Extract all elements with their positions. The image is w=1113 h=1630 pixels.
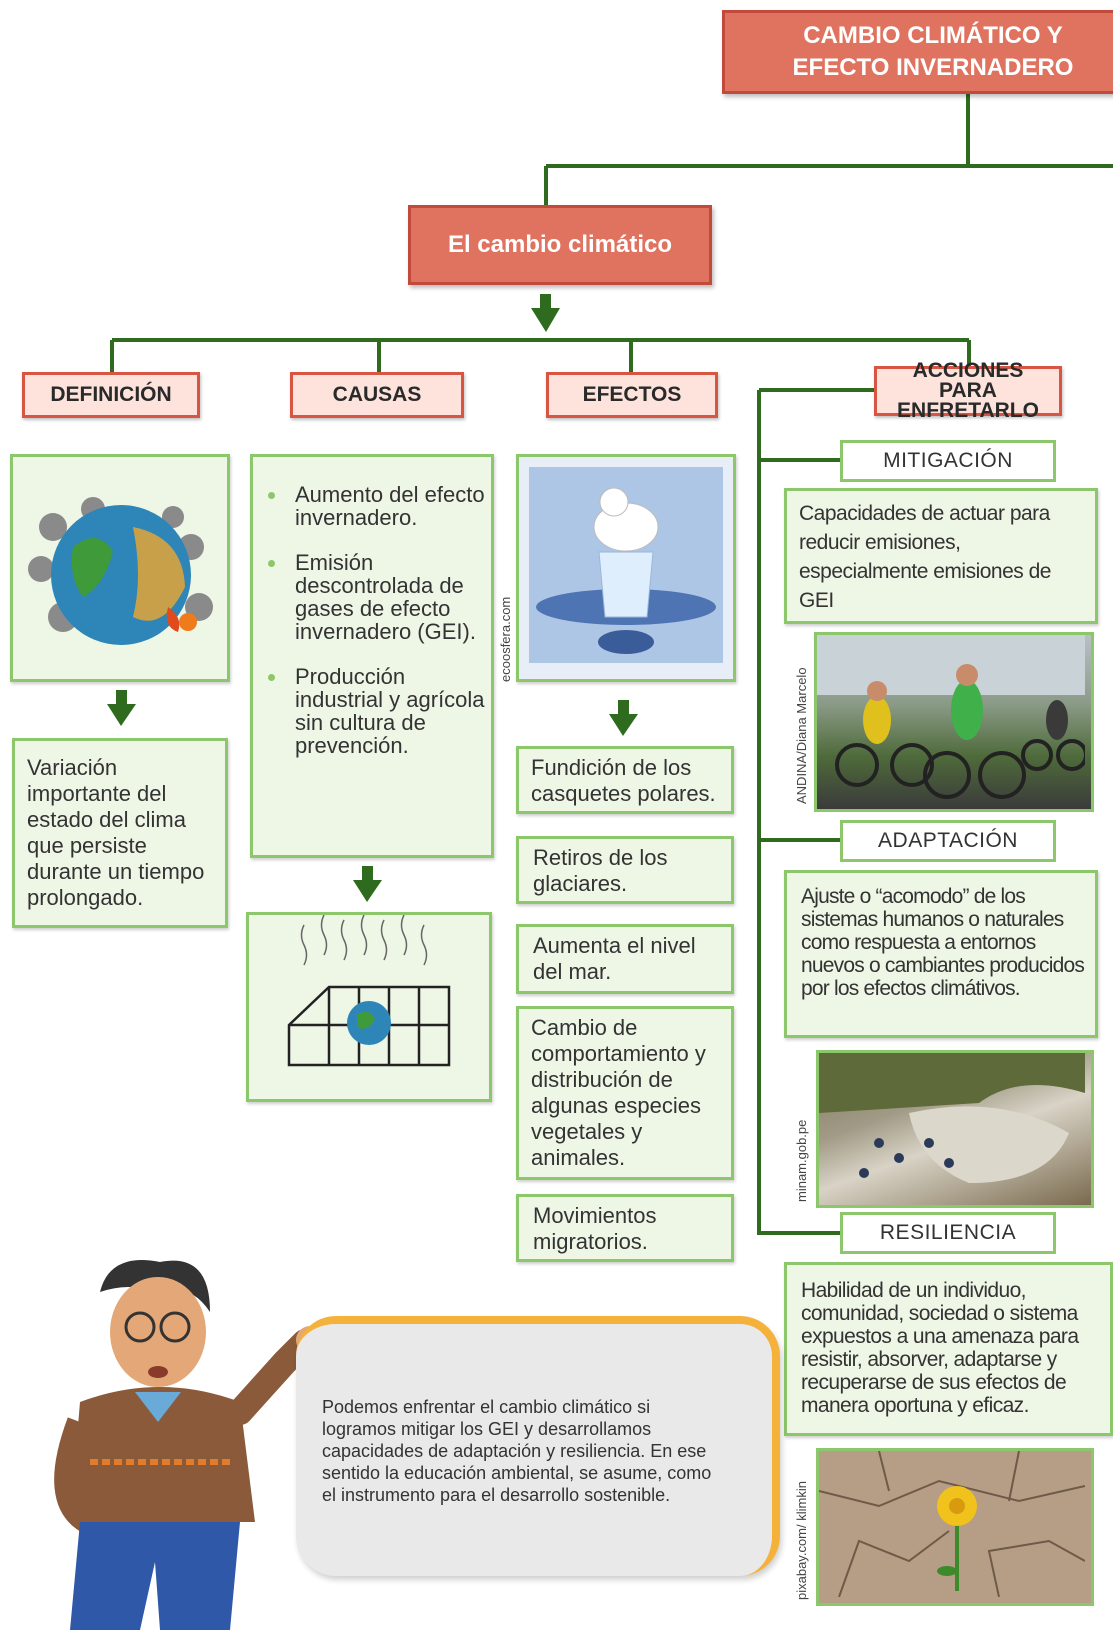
causas-box: Aumento del efecto invernadero. Emisión … (250, 454, 494, 858)
flower-photo (816, 1448, 1094, 1606)
polar-bear-icon (519, 457, 733, 679)
speech-text-box: Podemos enfrentar el cambio climático si… (322, 1396, 722, 1506)
speech-bubble (296, 1316, 780, 1576)
resiliencia-text: Habilidad de un individuo, comunidad, so… (801, 1279, 1079, 1417)
river-photo (816, 1050, 1094, 1208)
mitigacion-credit: ANDINA/Diana Marcelo (794, 667, 809, 804)
adaptacion-box: Ajuste o “acomodo” de los sistemas human… (784, 870, 1098, 1038)
branch-efectos-label: EFECTOS (582, 383, 682, 406)
greenhouse-image-box (246, 912, 492, 1102)
list-item: Aumento del efecto invernadero. (253, 483, 485, 529)
efecto-text-1: Fundición de los casquetes polares. (531, 755, 716, 806)
speech-text: Podemos enfrentar el cambio climático si… (322, 1397, 712, 1505)
branch-causas-label: CAUSAS (332, 383, 422, 406)
resiliencia-label-text: RESILIENCIA (879, 1221, 1017, 1244)
branch-efectos: EFECTOS (546, 372, 718, 418)
efecto-box-5: Movimientos migratorios. (516, 1194, 734, 1262)
title-box: CAMBIO CLIMÁTICO Y EFECTO INVERNADERO (722, 10, 1113, 94)
adaptacion-label: ADAPTACIÓN (840, 820, 1056, 862)
adaptacion-label-text: ADAPTACIÓN (878, 829, 1018, 852)
efecto-box-4: Cambio de comportamiento y distribución … (516, 1006, 734, 1180)
efecto-text-4: Cambio de comportamiento y distribución … (531, 1015, 706, 1170)
teacher-character-icon (54, 1260, 324, 1630)
efecto-box-2: Retiros de los glaciares. (516, 836, 734, 904)
mitigacion-label-text: MITIGACIÓN (883, 449, 1013, 472)
adaptacion-text: Ajuste o “acomodo” de los sistemas human… (801, 885, 1085, 1000)
efecto-text-2: Retiros de los glaciares. (533, 845, 668, 896)
efectos-credit: ecoosfera.com (498, 596, 513, 682)
mitigacion-box: Capacidades de actuar para reducir emisi… (784, 488, 1098, 624)
list-item: Emisión descontrolada de gases de efecto… (253, 551, 485, 643)
resiliencia-label: RESILIENCIA (840, 1212, 1056, 1254)
efecto-box-1: Fundición de los casquetes polares. (516, 746, 734, 814)
definicion-text: Variación importante del estado del clim… (27, 755, 205, 910)
branch-definicion: DEFINICIÓN (22, 372, 200, 418)
branch-acciones: ACCIONES PARA ENFRETARLO (874, 360, 1062, 421)
main-node: El cambio climático (408, 205, 712, 285)
title-text: CAMBIO CLIMÁTICO Y EFECTO INVERNADERO (792, 22, 1074, 81)
mitigacion-text: Capacidades de actuar para reducir emisi… (799, 502, 1051, 612)
resiliencia-box: Habilidad de un individuo, comunidad, so… (784, 1262, 1113, 1436)
greenhouse-icon (287, 914, 451, 1067)
cyclists-photo (814, 632, 1094, 812)
earth-image-box (10, 454, 230, 682)
definicion-box: Variación importante del estado del clim… (12, 738, 228, 928)
main-node-label: El cambio climático (447, 231, 673, 258)
efecto-text-5: Movimientos migratorios. (533, 1203, 657, 1254)
adaptacion-credit: minam.gob.pe (794, 1119, 809, 1202)
earth-pollution-icon (28, 497, 213, 645)
efecto-box-3: Aumenta el nivel del mar. (516, 924, 734, 994)
bear-image-box (516, 454, 736, 682)
branch-causas: CAUSAS (290, 372, 464, 418)
mitigacion-label: MITIGACIÓN (840, 440, 1056, 482)
branch-definicion-label: DEFINICIÓN (50, 383, 172, 406)
list-item: Producción industrial y agrícola sin cul… (253, 665, 485, 757)
efecto-text-3: Aumenta el nivel del mar. (533, 933, 696, 984)
branch-acciones-label: ACCIONES PARA ENFRETARLO (897, 359, 1039, 422)
resiliencia-credit: pixabay.com/ klimkin (794, 1481, 809, 1600)
causas-list: Aumento del efecto invernadero. Emisión … (253, 483, 485, 757)
